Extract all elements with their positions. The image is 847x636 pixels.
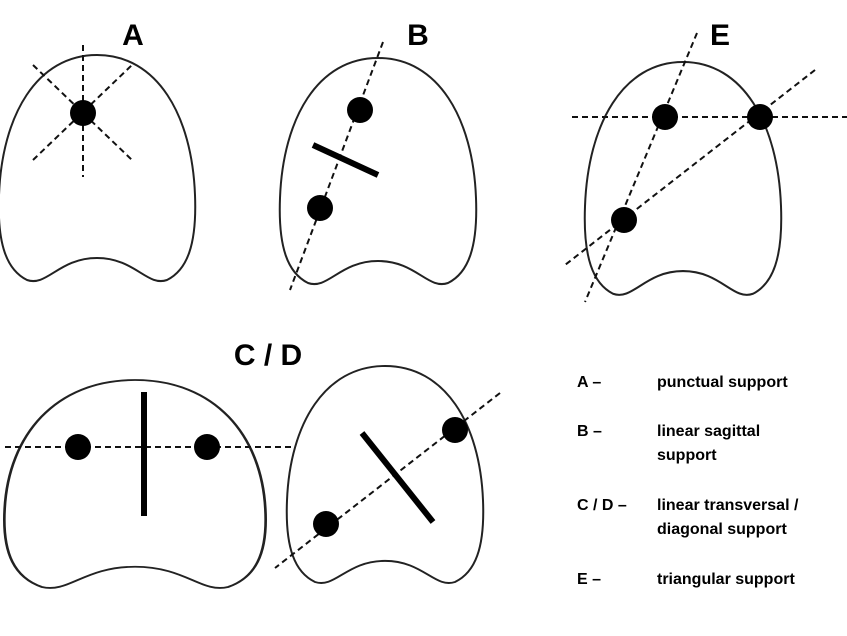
- panel-e: E: [564, 19, 847, 303]
- support-axis: [32, 64, 133, 161]
- legend-text: punctual support: [657, 374, 788, 391]
- legend-key: A –: [577, 374, 601, 391]
- support-axis: [32, 64, 133, 161]
- support-axis: [584, 32, 698, 303]
- arch-outline-c: [2, 378, 268, 590]
- panel-cd-label: C / D: [234, 339, 302, 372]
- rotation-axis-bar: [359, 431, 436, 524]
- legend: A – punctual support B – linear sagittal…: [577, 374, 799, 588]
- support-axis: [564, 69, 816, 266]
- legend-text: triangular support: [657, 571, 795, 588]
- support-point: [747, 104, 773, 130]
- panel-e-label: E: [710, 19, 730, 52]
- support-axis: [274, 392, 501, 569]
- support-point: [307, 195, 333, 221]
- support-axis: [289, 41, 384, 291]
- rotation-axis-bar: [311, 142, 380, 178]
- support-point: [313, 511, 339, 537]
- legend-text: linear sagittal: [657, 423, 760, 440]
- arch-outline: [278, 57, 478, 286]
- legend-text: support: [657, 447, 717, 464]
- panel-b: B: [278, 19, 478, 291]
- legend-text: diagonal support: [657, 521, 787, 538]
- arch-outline: [0, 54, 197, 283]
- support-point: [194, 434, 220, 460]
- panel-a: A: [0, 19, 197, 283]
- arch-outline-d: [285, 365, 485, 585]
- support-point: [442, 417, 468, 443]
- legend-text: linear transversal /: [657, 497, 799, 514]
- panel-b-label: B: [407, 19, 429, 52]
- legend-key: C / D –: [577, 497, 627, 514]
- support-point: [65, 434, 91, 460]
- legend-key: E –: [577, 571, 601, 588]
- support-point: [70, 100, 96, 126]
- support-point: [611, 207, 637, 233]
- support-point: [347, 97, 373, 123]
- panel-a-label: A: [122, 19, 144, 52]
- panel-cd: C / D: [2, 339, 501, 590]
- support-point: [652, 104, 678, 130]
- arch-outline: [583, 60, 783, 296]
- legend-key: B –: [577, 423, 602, 440]
